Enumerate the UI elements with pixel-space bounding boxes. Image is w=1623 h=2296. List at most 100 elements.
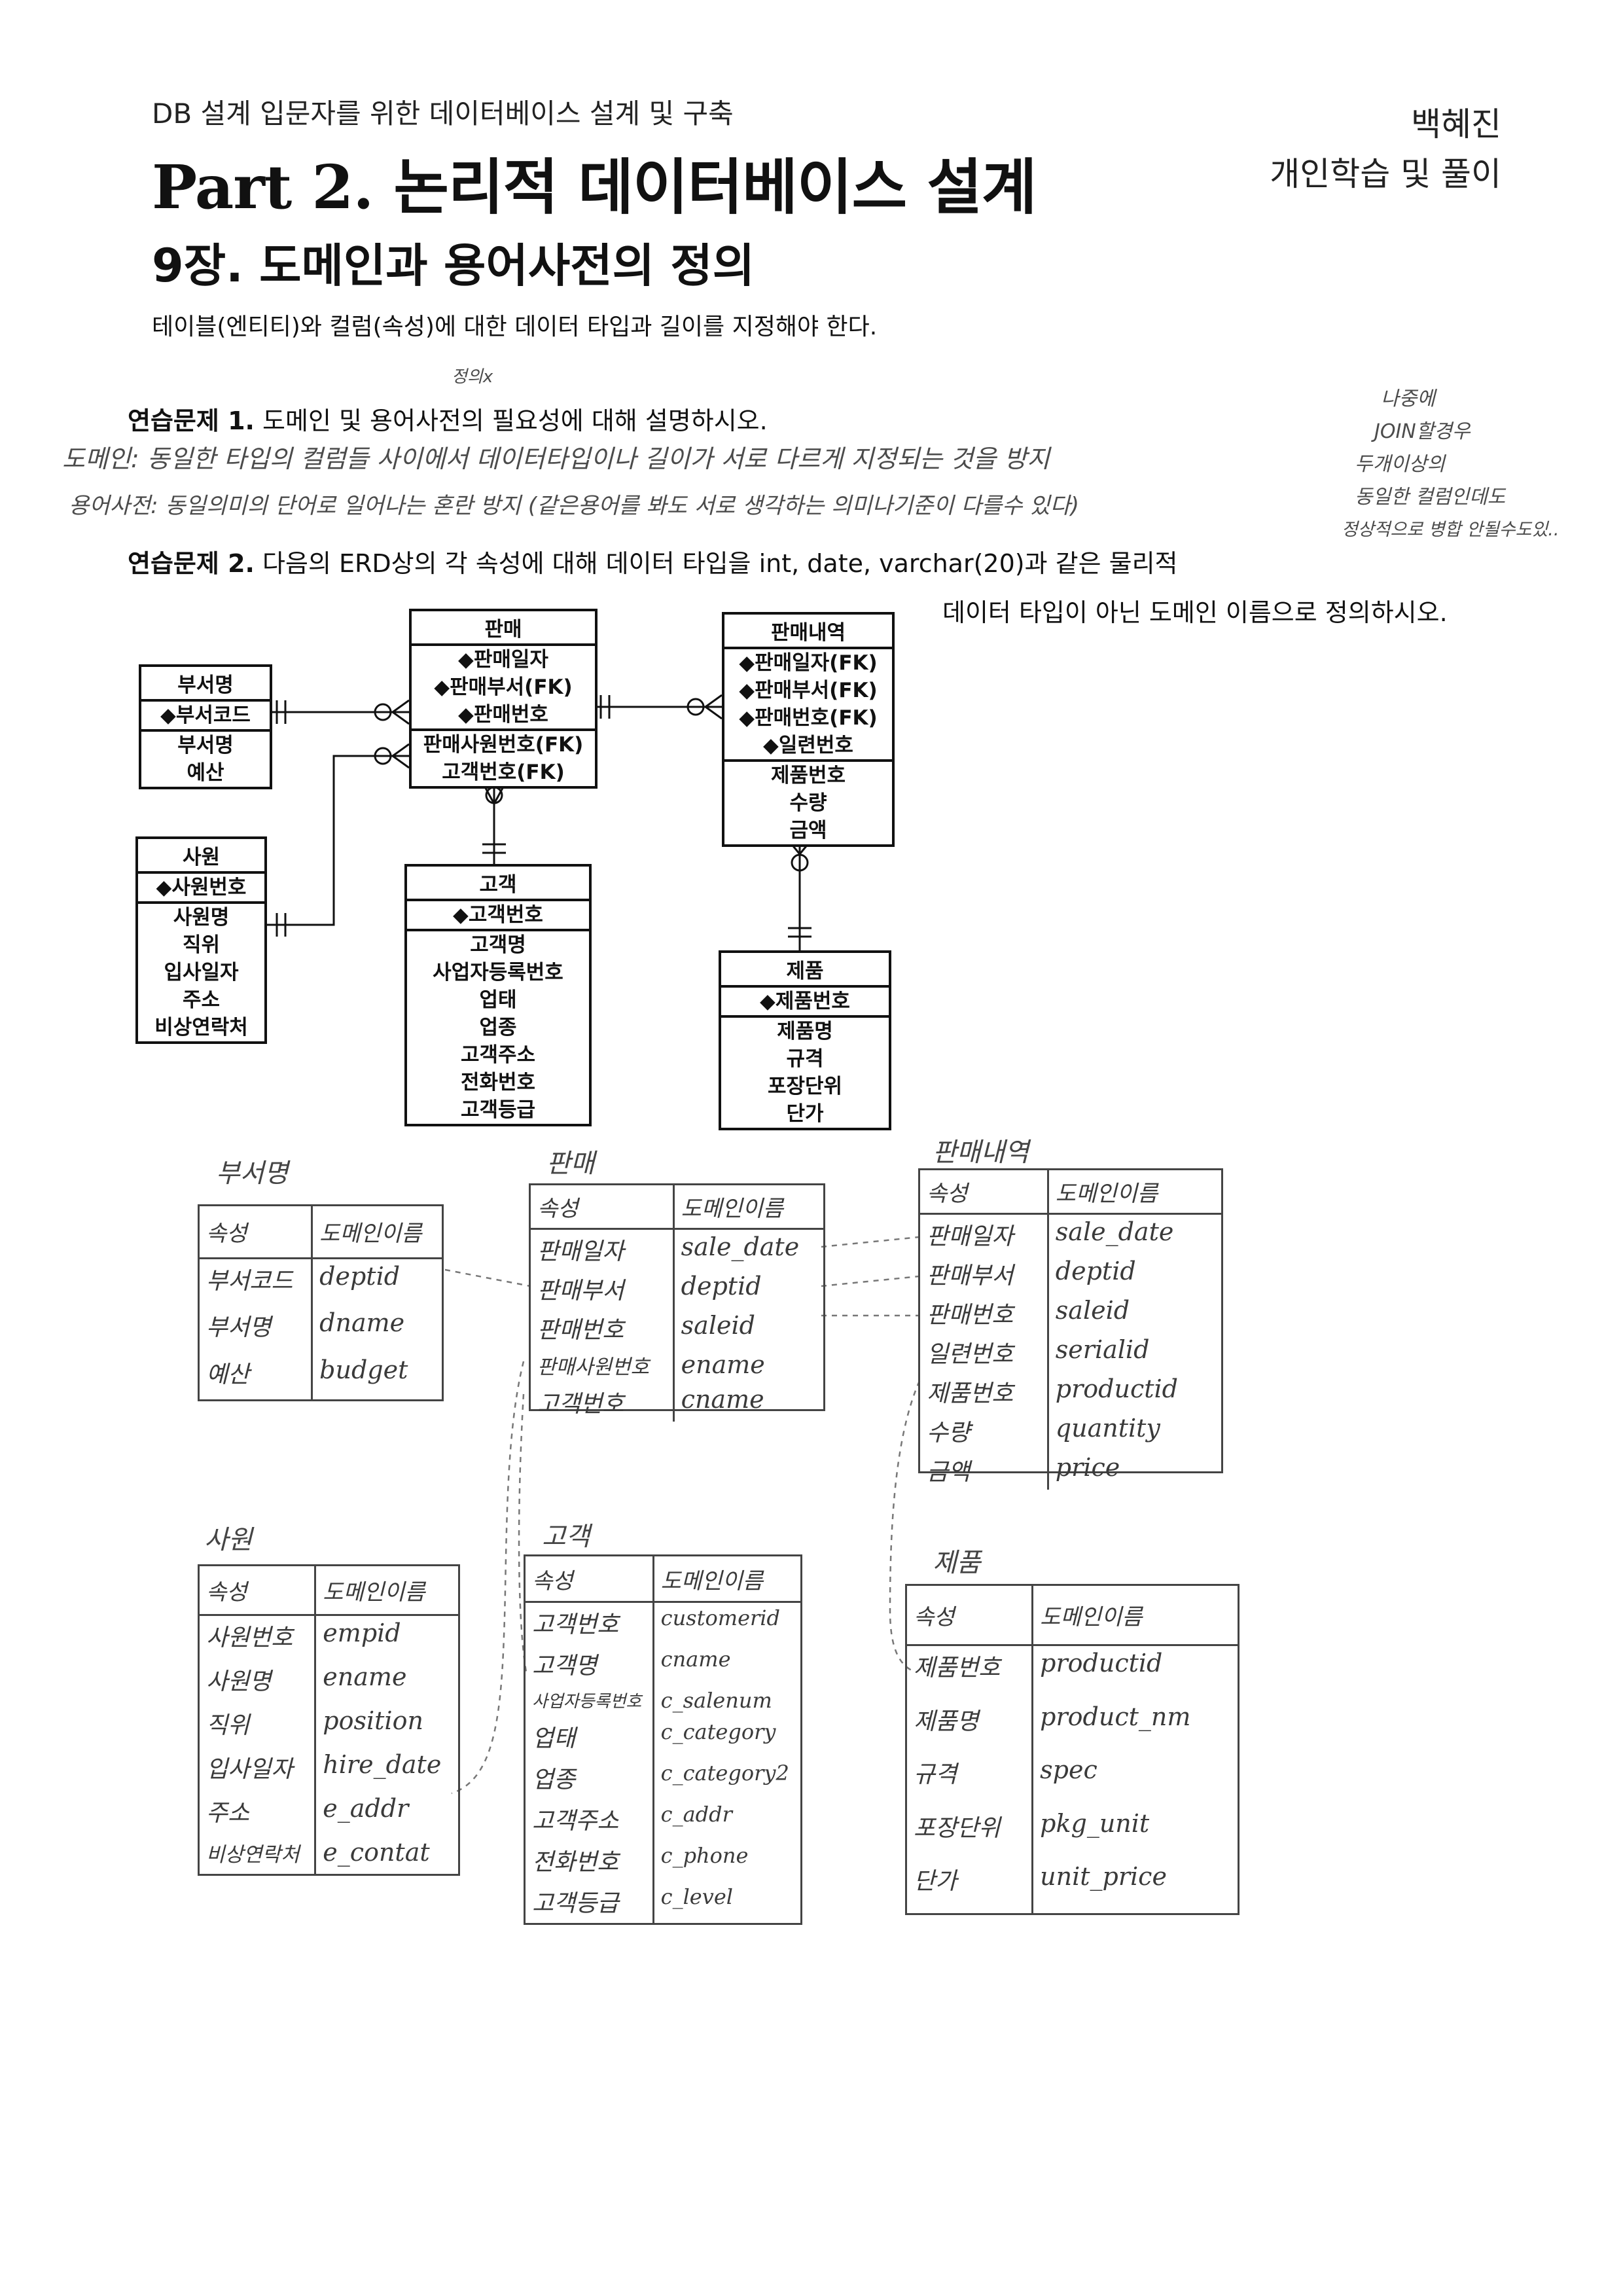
attr-cell: 제품명	[907, 1699, 1034, 1753]
domain-cell: e_addr	[323, 1793, 409, 1823]
entity-name: 제품	[721, 953, 889, 988]
author-note: 개인학습 및 풀이	[1270, 155, 1501, 193]
attr-cell: 고객번호	[531, 1382, 675, 1422]
attr-cell: 판매부서	[920, 1254, 1049, 1293]
attr-cell: 사원번호	[200, 1615, 317, 1660]
attr-cell: 전화번호	[526, 1840, 654, 1882]
document-subtitle: DB 설계 입문자를 위한 데이터베이스 설계 및 구축	[152, 98, 734, 130]
domain-cell: hire_date	[323, 1749, 442, 1779]
domain-cell: empid	[323, 1618, 401, 1647]
domain-cell: c_category	[660, 1719, 776, 1745]
domain-cell: c_phone	[660, 1843, 749, 1869]
attr-cell: 판매부서	[531, 1269, 675, 1308]
attr-cell: 제품번호	[920, 1372, 1049, 1411]
domain-cell: ename	[681, 1350, 765, 1379]
attr-cell: 부서명	[200, 1306, 313, 1353]
col-header-domain: 도메인이름	[673, 1185, 823, 1230]
domain-cell: cname	[660, 1647, 731, 1672]
col-header-domain: 도메인이름	[653, 1556, 800, 1604]
domain-cell: dname	[319, 1308, 405, 1338]
attr-cell: 업종	[526, 1758, 654, 1800]
domain-cell: e_contat	[323, 1837, 430, 1867]
exercise1-question: 연습문제 1. 도메인 및 용어사전의 필요성에 대해 설명하시오.	[128, 401, 768, 437]
side-note: 나중에 JOIN할경우 두개이상의 동일한 컬럼인데도 정상적으로 병합 안될수…	[1342, 383, 1590, 547]
author-name: 백혜진	[1411, 105, 1501, 143]
attr-cell: 단가	[907, 1859, 1034, 1913]
entity-attr: 업종	[479, 1016, 517, 1039]
exercise2-question: 연습문제 2. 다음의 ERD상의 각 속성에 대해 데이터 타입을 int, …	[128, 543, 1178, 579]
exercise2-text-line1: 다음의 ERD상의 각 속성에 대해 데이터 타입을 int, date, va…	[262, 549, 1178, 578]
entity-attr: 판매사원번호(FK)	[412, 728, 595, 759]
attr-cell: 판매번호	[531, 1308, 675, 1348]
attr-cell: 직위	[200, 1703, 317, 1748]
entity-attr: 비상연락처	[154, 1016, 248, 1039]
domain-cell: productid	[1040, 1648, 1163, 1677]
domain-cell: deptid	[681, 1272, 762, 1300]
erd-entity-prod: 제품 ◆제품번호 제품명 규격 포장단위 단가	[719, 950, 891, 1130]
author-block: 백혜진 개인학습 및 풀이	[1270, 99, 1501, 199]
entity-attr: 입사일자	[164, 961, 239, 984]
domain-cell: c_salenum	[660, 1688, 772, 1713]
entity-attr: ◆판매부서(FK)	[434, 675, 573, 699]
domain-cell: ename	[323, 1662, 407, 1691]
answer-domain: 도메인: 동일한 타입의 컬럼들 사이에서 데이터타입이나 길이가 서로 다르게…	[62, 444, 1050, 473]
attr-cell: 포장단위	[907, 1806, 1034, 1860]
domain-cell: sale_date	[1055, 1217, 1174, 1246]
entity-attr: 단가	[786, 1102, 824, 1126]
domain-cell: productid	[1055, 1374, 1178, 1403]
entity-name: 판매	[412, 611, 595, 646]
domain-cell: budget	[319, 1355, 408, 1384]
domain-cell: serialid	[1055, 1335, 1150, 1364]
attr-cell: 예산	[200, 1352, 313, 1399]
entity-attr: ◆판매번호(FK)	[739, 706, 878, 730]
entity-attr: 주소	[182, 988, 221, 1012]
margin-note: 정의x	[452, 367, 493, 387]
entity-attr: 금액	[789, 819, 827, 842]
erd-entity-cust: 고객 ◆고객번호 고객명 사업자등록번호 업태 업종 고객주소 전화번호 고객등…	[404, 864, 592, 1126]
side-note-line: 동일한 컬럼인데도	[1355, 486, 1506, 509]
entity-attr: 제품번호	[724, 759, 892, 789]
domain-table-title: 판매내역	[933, 1138, 1029, 1168]
col-header-domain: 도메인이름	[1048, 1170, 1221, 1215]
attr-cell: 규격	[907, 1753, 1034, 1806]
col-header-attr: 속성	[526, 1556, 654, 1604]
col-header-domain: 도메인이름	[312, 1206, 442, 1259]
attr-cell: 제품번호	[907, 1645, 1034, 1700]
domain-cell: deptid	[319, 1261, 401, 1291]
attr-cell: 고객번호	[526, 1602, 654, 1645]
domain-cell: saleid	[681, 1311, 755, 1340]
entity-attr: ◆판매일자(FK)	[739, 651, 878, 675]
entity-attr: 수량	[789, 791, 827, 815]
domain-cell: c_addr	[660, 1802, 732, 1827]
attr-cell: 판매일자	[920, 1213, 1049, 1254]
entity-attr: 직위	[182, 933, 221, 957]
exercise1-text: 도메인 및 용어사전의 필요성에 대해 설명하시오.	[262, 406, 768, 435]
domain-table-title: 사원	[204, 1525, 253, 1555]
side-note-line: 나중에	[1381, 387, 1435, 410]
entity-attr: 고객명	[407, 929, 589, 959]
exercise2-text-line2: 데이터 타입이 아닌 도메인 이름으로 정의하시오.	[942, 598, 1448, 627]
exercise1-label: 연습문제 1.	[128, 406, 255, 435]
attr-cell: 주소	[200, 1791, 317, 1835]
entity-attr: ◆제품번호	[760, 990, 850, 1013]
entity-attr: 고객등급	[460, 1098, 536, 1122]
entity-attr: 고객주소	[460, 1043, 536, 1067]
side-note-line: 두개이상의	[1355, 453, 1445, 476]
entity-attr: ◆판매번호	[458, 703, 548, 726]
attr-cell: 판매번호	[920, 1293, 1049, 1333]
chapter-title: 9장. 도메인과 용어사전의 정의	[152, 239, 755, 293]
side-note-line: JOIN할경우	[1374, 420, 1471, 443]
entity-name: 사원	[138, 839, 264, 874]
entity-attr: ◆부서코드	[160, 704, 251, 727]
domain-cell: position	[323, 1706, 423, 1735]
entity-name: 부서명	[141, 667, 270, 702]
entity-attr: ◆일련번호	[763, 734, 853, 757]
attr-cell: 고객등급	[526, 1881, 654, 1923]
part-title: Part 2. 논리적 데이터베이스 설계	[152, 152, 1037, 223]
entity-name: 고객	[407, 867, 589, 901]
